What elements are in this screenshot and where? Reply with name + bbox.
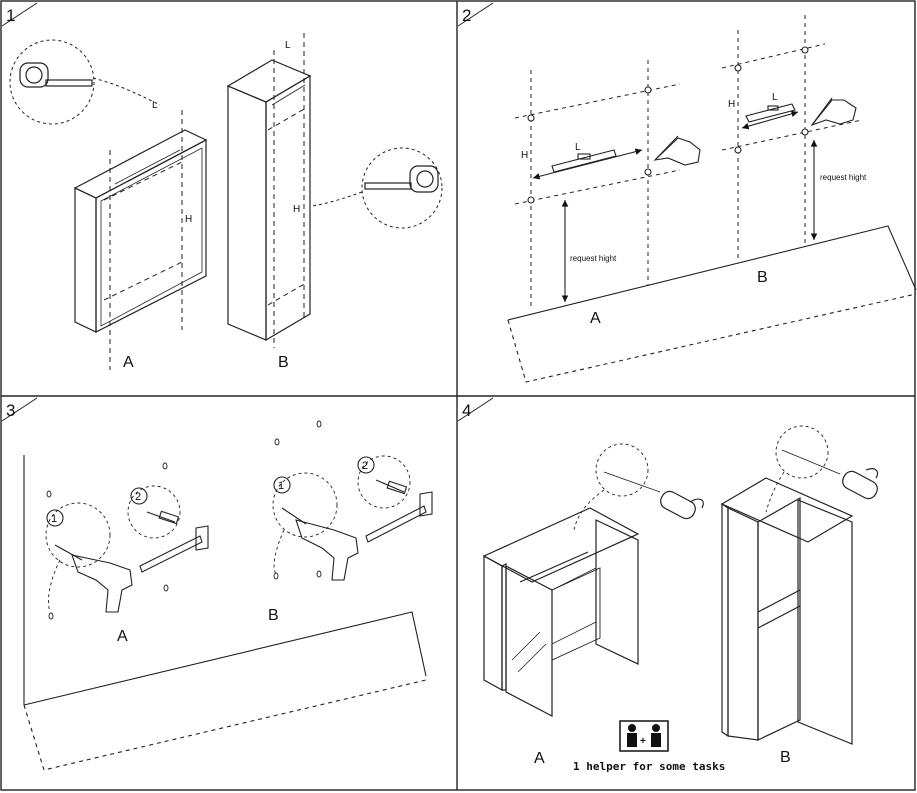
step-number-3: 3 bbox=[6, 401, 15, 420]
panel-4-hang bbox=[482, 425, 879, 745]
variant-label-3b: B bbox=[268, 607, 279, 624]
step-marker-1b: 1 bbox=[278, 480, 284, 492]
wall-plug-icon bbox=[146, 510, 180, 525]
variant-label-b: B bbox=[278, 354, 289, 371]
variant-label-2b: B bbox=[757, 269, 768, 286]
drill-icon bbox=[54, 544, 133, 613]
svg-text:+: + bbox=[640, 736, 646, 747]
spirit-level-icon bbox=[745, 103, 796, 123]
step-marker-2a: 2 bbox=[135, 491, 141, 503]
height-label-b: H bbox=[293, 204, 300, 215]
pencil-hand-icon bbox=[810, 97, 857, 127]
mounting-bracket-icon bbox=[365, 491, 433, 543]
variant-label-4b: B bbox=[780, 749, 791, 766]
screwdriver-icon bbox=[842, 468, 879, 500]
screwdriver-icon bbox=[660, 490, 704, 520]
step-marker-2b: 2 bbox=[362, 460, 368, 472]
length-label-a: L bbox=[152, 100, 158, 111]
height-label-2a: H bbox=[521, 150, 528, 161]
two-people-icon: + bbox=[619, 720, 669, 752]
height-label-2b: H bbox=[728, 99, 735, 110]
step-number-2: 2 bbox=[462, 6, 471, 25]
length-label-b: L bbox=[285, 40, 291, 51]
length-label-2b: L bbox=[772, 92, 778, 103]
request-height-label-a: request hight bbox=[570, 254, 617, 263]
spirit-level-icon bbox=[551, 149, 617, 173]
height-label-a: H bbox=[185, 214, 192, 225]
cabinet-a-mounted bbox=[482, 507, 640, 717]
step-marker-1a: 1 bbox=[51, 513, 57, 525]
cabinet-b bbox=[226, 59, 312, 342]
cabinet-b-mounted bbox=[720, 477, 854, 745]
tape-measure-icon bbox=[364, 165, 439, 193]
tape-measure-icon bbox=[19, 62, 93, 88]
panel-3-drill bbox=[23, 420, 433, 771]
panel-2-mark-wall bbox=[507, 15, 917, 383]
variant-label-2a: A bbox=[590, 310, 601, 327]
length-label-2a: L bbox=[575, 142, 581, 153]
step-tabs bbox=[1, 2, 494, 422]
pencil-hand-icon bbox=[653, 135, 701, 166]
request-height-label-b: request hight bbox=[820, 173, 867, 182]
drill-icon bbox=[281, 507, 359, 581]
wall-plug-icon bbox=[375, 479, 408, 495]
variant-label-a: A bbox=[123, 354, 134, 371]
mounting-bracket-icon bbox=[139, 525, 209, 573]
variant-label-4a: A bbox=[534, 750, 545, 767]
cabinet-a bbox=[73, 129, 208, 333]
step-number-4: 4 bbox=[462, 401, 471, 420]
panel-1-measure bbox=[9, 33, 443, 370]
step-number-1: 1 bbox=[6, 6, 15, 25]
variant-label-3a: A bbox=[117, 628, 128, 645]
helper-note: 1 helper for some tasks bbox=[573, 760, 725, 773]
